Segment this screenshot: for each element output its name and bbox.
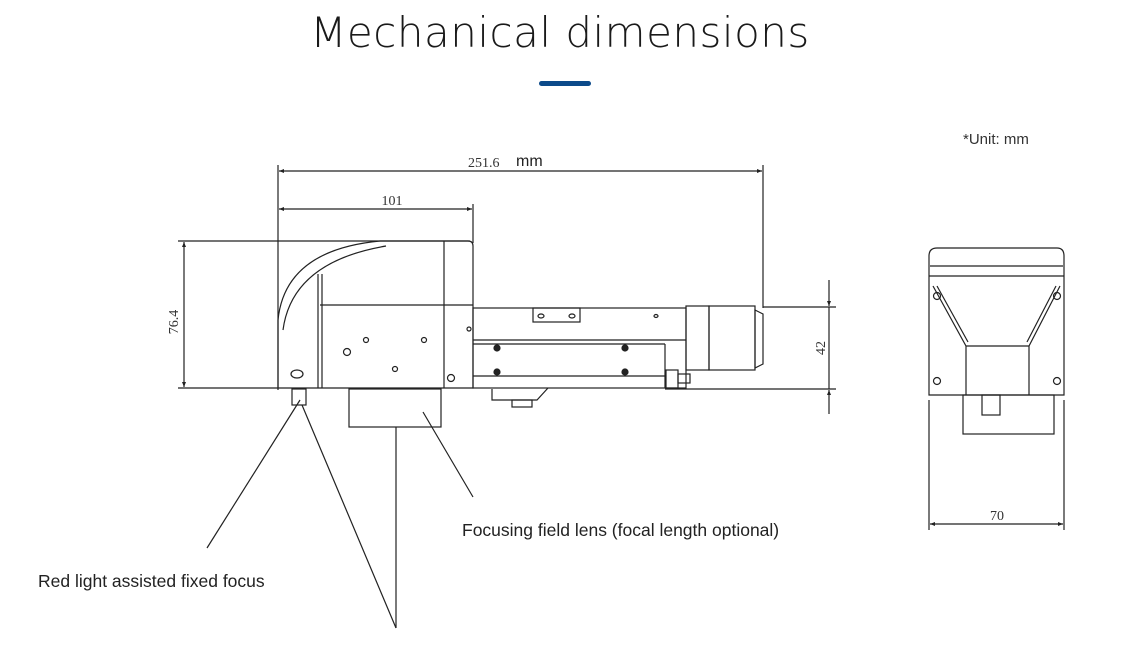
leader-line-red-light bbox=[206, 399, 301, 549]
head-curve-inner bbox=[282, 245, 387, 331]
scan-head-body bbox=[277, 240, 474, 389]
front-view bbox=[928, 247, 1065, 530]
leader-line bbox=[301, 404, 397, 629]
callout-field-lens: Focusing field lens (focal length option… bbox=[462, 520, 780, 540]
red-light-emitter bbox=[291, 388, 307, 406]
field-lens bbox=[348, 388, 442, 428]
front-width-value: 70 bbox=[990, 509, 1004, 524]
title-underline bbox=[539, 81, 591, 86]
side-view bbox=[178, 165, 836, 629]
laser-input-end bbox=[708, 305, 756, 371]
callout-red-light: Red light assisted fixed focus bbox=[38, 571, 265, 591]
head-length-value: 101 bbox=[382, 194, 403, 209]
unit-note: *Unit: mm bbox=[963, 131, 1029, 148]
red-light-window bbox=[290, 369, 304, 379]
tube-height-value: 42 bbox=[814, 341, 829, 355]
mount-bracket bbox=[491, 387, 549, 401]
head-height-value: 76.4 bbox=[167, 310, 182, 335]
overall-length-unit: mm bbox=[516, 153, 543, 170]
overall-length-value: 251.6 bbox=[468, 156, 500, 171]
leader-line-field-lens bbox=[422, 411, 474, 498]
laser-input-collar bbox=[685, 305, 710, 371]
front-lens bbox=[962, 394, 1055, 435]
page-title: Mechanical dimensions bbox=[310, 8, 810, 57]
front-body bbox=[928, 247, 1065, 396]
